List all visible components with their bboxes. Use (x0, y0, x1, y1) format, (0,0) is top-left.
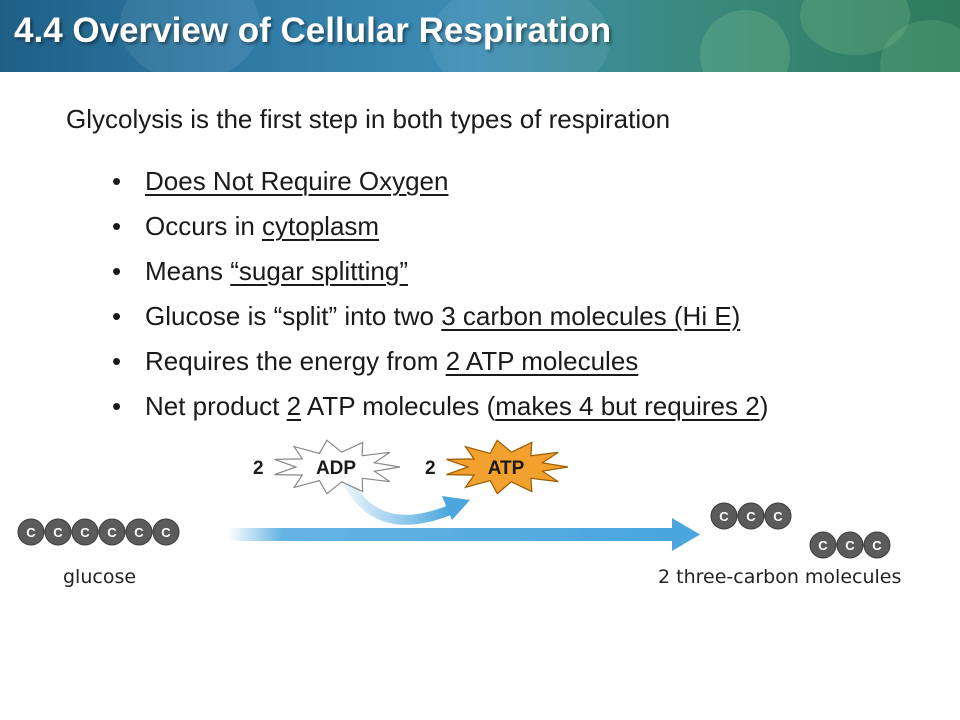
underlined-term: Does Not Require Oxygen (145, 166, 449, 196)
bullet-text: Glucose is “split” into two (145, 301, 442, 331)
carbon-atom (836, 531, 864, 559)
bullet-text: Requires the energy from (145, 346, 446, 376)
adp-to-atp-curved-arrow (345, 481, 455, 525)
carbon-letter: C (107, 525, 117, 540)
slide-heading: Glycolysis is the first step in both typ… (66, 104, 671, 134)
carbon-atom (737, 502, 765, 530)
carbon-letter: C (53, 525, 63, 540)
underlined-term: “sugar splitting” (230, 256, 408, 286)
bullet-item: • Does Not Require Oxygen (112, 162, 768, 207)
bullet-text: Means (145, 256, 231, 286)
underlined-term: makes 4 but requires 2 (495, 391, 760, 421)
bullet-text: ATP molecules ( (301, 391, 496, 421)
carbon-atom (125, 518, 153, 546)
glycolysis-diagram: 2 ADP 2 ATP C C C C C C C C C C C C glucose 2 thr… (17, 439, 901, 588)
underlined-term: 2 ATP molecules (445, 346, 639, 376)
bullet-item: • Occurs in cytoplasm (112, 207, 768, 252)
carbon-atom (863, 531, 891, 559)
carbon-letter: C (26, 525, 36, 540)
carbon-atom (710, 502, 738, 530)
carbon-letter: C (818, 538, 828, 553)
bullet-item: • Means “sugar splitting” (112, 252, 768, 297)
underlined-term: cytoplasm (262, 211, 380, 241)
slide-title: 4.4 Overview of Cellular Respiration (14, 11, 612, 50)
glucose-label: glucose (63, 566, 136, 588)
underlined-term: 2 (286, 391, 302, 421)
carbon-atom (17, 518, 45, 546)
bullet-dot: • (112, 256, 122, 286)
carbon-atom (152, 518, 180, 546)
banner-texture (700, 10, 790, 72)
bullet-text: ) (759, 391, 769, 421)
banner-texture (430, 0, 610, 72)
bullet-item: • Requires the energy from 2 ATP molecule… (112, 342, 768, 387)
bullet-list: • Does Not Require Oxygen • Occurs in cytop… (112, 162, 768, 432)
carbon-letter: C (719, 509, 729, 524)
products-label: 2 three-carbon molecules (658, 566, 901, 588)
reaction-arrow-head (672, 518, 700, 551)
bullet-dot: • (112, 166, 122, 196)
bullet-dot: • (112, 301, 122, 331)
curved-arrow-head (442, 496, 470, 520)
bullet-text: Net product (145, 391, 287, 421)
reaction-arrow-shaft (228, 528, 676, 541)
carbon-atom (809, 531, 837, 559)
adp-starburst-shape (274, 439, 401, 495)
carbon-letter: C (773, 509, 783, 524)
title-banner: 4.4 Overview of Cellular Respiration (0, 0, 960, 72)
adp-label: ADP (316, 458, 356, 479)
bullet-dot: • (112, 391, 122, 421)
atp-starburst-shape (446, 439, 569, 495)
carbon-letter: C (134, 525, 144, 540)
banner-texture (120, 0, 260, 72)
atp-label: ATP (488, 458, 525, 479)
bullet-dot: • (112, 211, 122, 241)
bullet-item: • Glucose is “split” into two 3 carbon mo… (112, 297, 768, 342)
carbon-atom (764, 502, 792, 530)
bullet-dot: • (112, 346, 122, 376)
carbon-atom (71, 518, 99, 546)
underlined-term: 3 carbon molecules (Hi E) (441, 301, 741, 331)
adp-count: 2 (253, 458, 264, 479)
carbon-atom (98, 518, 126, 546)
carbon-letter: C (80, 525, 90, 540)
atp-count: 2 (425, 458, 436, 479)
carbon-letter: C (845, 538, 855, 553)
carbon-letter: C (872, 538, 882, 553)
bullet-item: • Net product 2 ATP molecules (makes 4 bu… (112, 387, 768, 432)
carbon-atom (44, 518, 72, 546)
carbon-letter: C (746, 509, 756, 524)
carbon-letter: C (161, 525, 171, 540)
bullet-text: Occurs in (145, 211, 263, 241)
